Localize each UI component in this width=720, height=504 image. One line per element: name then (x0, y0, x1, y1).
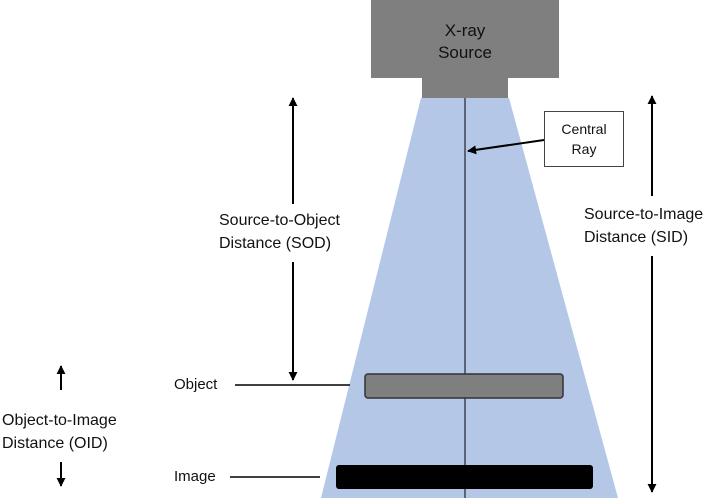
sod-label: Source-to-Object Distance (SOD) (219, 209, 340, 255)
sid-label-line2: Distance (SID) (584, 229, 689, 246)
sid-label-line1: Source-to-Image (584, 206, 704, 223)
central-ray-callout: Central Ray (544, 111, 624, 167)
oid-label-line2: Distance (OID) (2, 435, 108, 452)
xray-source-label: X-ray Source (371, 0, 559, 78)
image-label: Image (174, 468, 216, 485)
central-ray-label-line2: Ray (571, 141, 597, 157)
xray-source-tube-port (422, 78, 508, 98)
sid-label: Source-to-Image Distance (SID) (584, 203, 703, 249)
object-label: Object (174, 376, 218, 393)
oid-label: Object-to-Image Distance (OID) (2, 409, 117, 455)
central-ray-pointer (467, 139, 545, 155)
object-plate (364, 373, 564, 399)
sod-label-line2: Distance (SOD) (219, 235, 332, 252)
oid-label-line1: Object-to-Image (2, 412, 117, 429)
image-receptor (336, 465, 593, 489)
xray-source-housing (371, 0, 559, 78)
xray-source-label-line1: X-ray (444, 21, 486, 40)
xray-source-label-line2: Source (438, 43, 492, 62)
sod-label-line1: Source-to-Object (219, 212, 340, 229)
central-ray-label-line1: Central (561, 121, 607, 137)
